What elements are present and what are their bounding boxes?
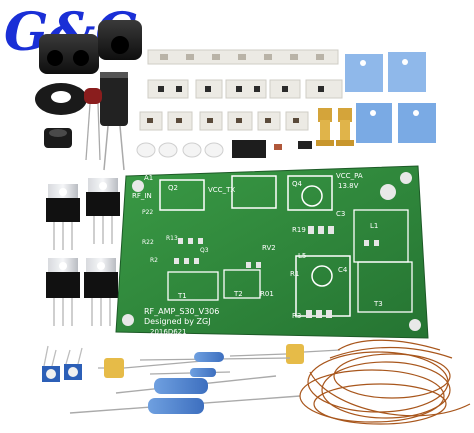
power-resistor <box>69 395 301 414</box>
ferrite-toroid <box>35 83 87 115</box>
trimmer-potentiometer <box>42 366 60 382</box>
smd-ic <box>232 140 266 158</box>
label-r22: R22 <box>142 239 154 246</box>
resistor <box>149 368 231 377</box>
ferrite-binocular-core <box>98 20 142 60</box>
choke-inductor <box>84 88 102 161</box>
to220-transistor <box>86 178 120 244</box>
label-r13: R13 <box>166 235 178 242</box>
sma-connector <box>316 108 334 146</box>
label-l1: L1 <box>370 222 378 230</box>
label-t3: T3 <box>373 300 383 308</box>
sma-connector <box>336 108 354 146</box>
label-q4: Q4 <box>292 180 303 188</box>
label-c3: C3 <box>336 210 345 218</box>
pcb-board: A1 RF_IN Q2 VCC_TX Q4 VCC_PA 13.8V C3 L1… <box>115 165 429 339</box>
label-t2: T2 <box>233 290 243 298</box>
smd-component-strips <box>139 49 343 131</box>
thermal-insulator-pads <box>345 52 436 143</box>
label-vcc-pa: VCC_PA <box>336 172 363 180</box>
label-c4: C4 <box>338 266 348 274</box>
resistor <box>139 352 291 362</box>
label-r3: R3 <box>292 312 301 320</box>
label-r19: R19 <box>292 226 306 234</box>
label-rv2: RV2 <box>262 244 276 252</box>
label-a1: A1 <box>144 174 153 182</box>
trimmer-potentiometer <box>64 364 82 380</box>
label-r1: R1 <box>290 270 299 278</box>
label-l5: L5 <box>298 252 306 260</box>
label-p22: P22 <box>142 209 153 216</box>
pcb-title: RF_AMP_S30_V306 <box>144 307 219 316</box>
nylon-washers <box>136 142 224 158</box>
enameled-copper-wire <box>299 339 471 425</box>
smd-part <box>298 141 312 149</box>
pcb-date: 2016D621 <box>150 328 187 336</box>
to220-transistor <box>46 258 80 326</box>
label-vcc-tx: VCC_TX <box>208 186 235 194</box>
to220-transistor <box>84 258 118 326</box>
ferrite-binocular-core <box>39 34 99 74</box>
label-rf-in: RF_IN <box>132 192 152 200</box>
label-q2: Q2 <box>168 184 178 192</box>
label-q3: Q3 <box>200 247 209 254</box>
to220-transistor <box>46 184 80 250</box>
label-r01: R01 <box>260 290 274 298</box>
pcb-designer: Designed by ZGJ <box>144 317 211 326</box>
film-capacitor <box>229 344 341 364</box>
power-resistor <box>115 375 277 394</box>
ferrite-ring <box>44 128 72 148</box>
smd-part <box>274 144 282 150</box>
label-r2: R2 <box>150 257 158 264</box>
label-t1: T1 <box>177 292 187 300</box>
label-voltage: 13.8V <box>338 182 359 190</box>
electrolytic-capacitor <box>100 72 128 171</box>
